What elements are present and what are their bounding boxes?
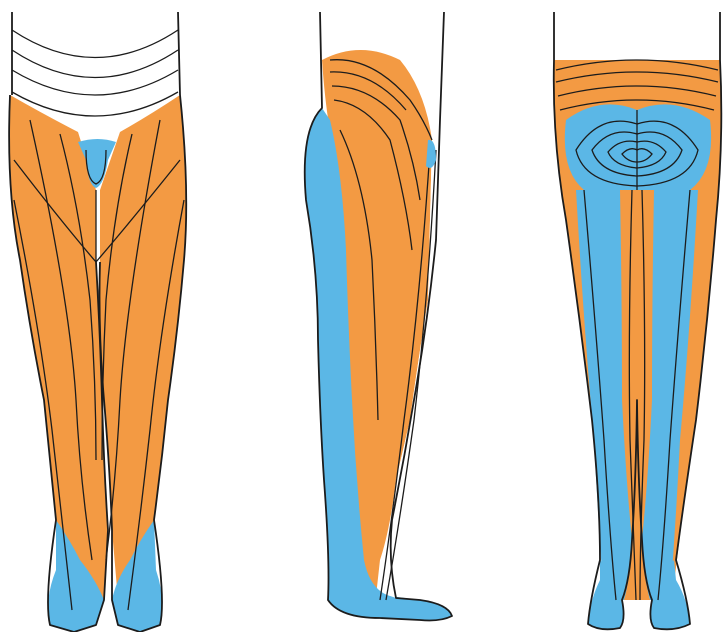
back-waist-unshaded: [554, 12, 720, 60]
back-view: [554, 12, 722, 629]
back-buttock-blue: [565, 104, 711, 190]
front-view: [9, 12, 186, 632]
side-view: [305, 12, 452, 621]
